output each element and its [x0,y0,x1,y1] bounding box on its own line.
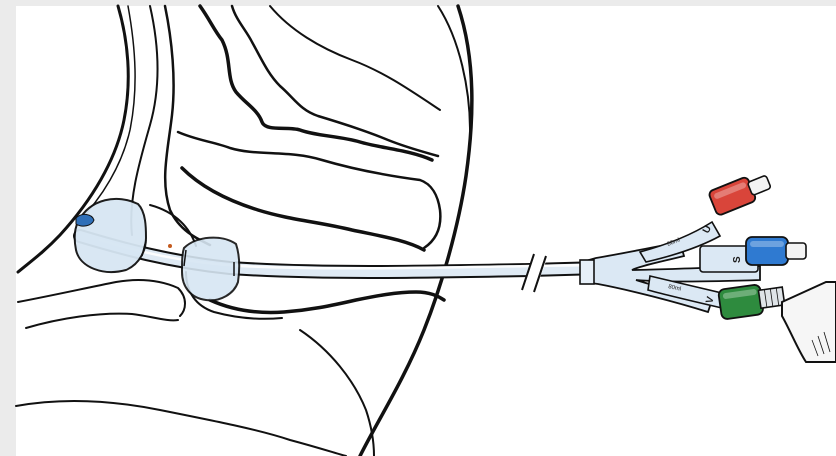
hub-collar [580,260,594,284]
catheter-tip [76,214,94,226]
port-s-plug [786,243,806,259]
port-v-cap [718,284,764,320]
drain-eye [168,244,172,248]
port-s-letter: S [732,256,743,263]
port-s-cap-shade [750,241,784,247]
urethral-balloon [182,238,239,301]
